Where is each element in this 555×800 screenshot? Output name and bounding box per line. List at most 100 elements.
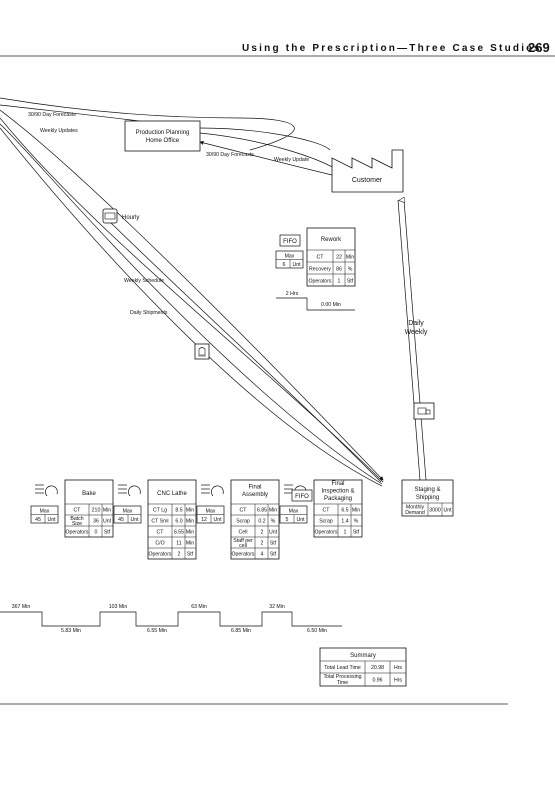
process-title: Final xyxy=(331,481,344,487)
inventory-max-label: Max xyxy=(123,509,133,515)
process-row-unit: Min xyxy=(269,508,277,514)
hourly-kanban-icon xyxy=(102,208,118,224)
process-row-unit: Min xyxy=(352,508,360,514)
production-planning-box: Production Planning Home Office xyxy=(124,120,201,152)
process-row-value: 8.5 xyxy=(175,508,182,514)
process-row-unit: Min xyxy=(186,508,194,514)
process-row-label: CT xyxy=(157,530,165,536)
process-row-unit: Min xyxy=(186,530,194,536)
process-row-label: Cell xyxy=(239,530,248,536)
rework-row-value: 86 xyxy=(336,267,342,273)
label-daily: Daily xyxy=(408,320,424,327)
rework-proc: 0.00 Min xyxy=(321,302,341,308)
process-row-value: 6.0 xyxy=(175,519,182,525)
summary-title: Summary xyxy=(350,653,376,659)
process-title: Assembly xyxy=(242,492,268,498)
push-arrow-icon xyxy=(118,484,141,497)
label-daily-shipments: Daily Shipments xyxy=(130,310,168,316)
process-row-label: Size xyxy=(72,521,82,527)
process-row-unit: Min xyxy=(186,519,194,525)
customer-factory: Customer xyxy=(331,149,404,193)
pp-label-1: Production Planning xyxy=(136,130,190,136)
fifo-lane: FIFO xyxy=(291,489,313,502)
staging-shipping-box: Staging & Shipping Monthly Demand 3000 U… xyxy=(401,479,454,517)
staging-title-1: Staging & xyxy=(414,487,440,493)
rework-row-label: Recovery xyxy=(309,267,331,273)
process-row-label: Scrap xyxy=(319,519,333,525)
label-updates-customer: Weekly Update xyxy=(274,157,309,163)
rework-max-value: 6 xyxy=(283,262,286,268)
rework-max-unit: Unt xyxy=(292,262,301,268)
label-weekly: Weekly xyxy=(405,329,428,336)
truck-icon xyxy=(413,402,435,420)
info-flow-lines xyxy=(0,97,384,487)
push-arrow-icon xyxy=(201,484,224,497)
summary-lead-value: 20.98 xyxy=(371,665,384,671)
process-row-label: CT Lg xyxy=(153,508,167,514)
process-row-value: 11 xyxy=(176,541,181,547)
process-row-unit: Stf xyxy=(270,552,277,558)
process-row-unit: Unt xyxy=(103,519,112,525)
label-hourly: Hourly xyxy=(122,215,139,221)
label-weekly-schedule: Weekly Schedule xyxy=(124,278,164,284)
process-row-unit: Stf xyxy=(353,530,360,536)
pp-label-2: Home Office xyxy=(146,138,180,144)
process-row-unit: Stf xyxy=(270,541,277,547)
process-row-value: 6.55 xyxy=(174,530,184,536)
summary-proc-label-1: Total Processing xyxy=(323,674,361,680)
process-row-unit: Unt xyxy=(269,530,278,536)
process-row-label: C/O xyxy=(155,541,164,547)
page-number: 269 xyxy=(528,40,550,55)
process-row-label: CT xyxy=(74,508,82,514)
process-row-value: 6.5 xyxy=(341,508,348,514)
process-row-value: 0 xyxy=(95,530,98,536)
process-row-label: Operators xyxy=(148,552,171,558)
inventory-max-table: Max 45 Unt xyxy=(113,505,142,524)
timeline-proc: 6.55 Min xyxy=(147,628,167,634)
process-row-value: 210 xyxy=(92,508,101,514)
timeline-wait: 367 Min xyxy=(12,604,31,610)
process-row-unit: Min xyxy=(103,508,111,514)
staging-demand-value: 3000 xyxy=(429,508,441,514)
staging-demand-label-1: Monthly xyxy=(406,505,425,511)
staging-demand-unit: Unt xyxy=(443,508,452,514)
process-row-value: 2 xyxy=(178,552,181,558)
rework-wait: 2 Hrs xyxy=(286,291,299,297)
inventory-max-label: Max xyxy=(289,509,299,515)
process-title: Final xyxy=(248,485,261,491)
summary-box: Summary Total Lead Time 20.98 Hrs Total … xyxy=(319,647,407,687)
inventory-max-unit: Unt xyxy=(130,517,139,523)
process-row-value: 2 xyxy=(261,541,264,547)
rework-row-value: 22 xyxy=(336,255,342,261)
summary-proc-value: 0.96 xyxy=(372,678,382,684)
rework-timeline: 2 Hrs 0.00 Min xyxy=(276,291,355,311)
process-row-label: CT Sml xyxy=(151,519,168,525)
process-row-value: 1 xyxy=(344,530,347,536)
label-updates-top: Weekly Updates xyxy=(40,128,78,134)
label-forecast-top: 30/90 Day Forecasts xyxy=(28,112,76,118)
rework-row-label: CT xyxy=(317,255,325,261)
process-row-label: Operators xyxy=(65,530,88,536)
process-row-value: 6.85 xyxy=(257,508,267,514)
customer-label: Customer xyxy=(352,177,383,184)
timeline-proc: 5.83 Min xyxy=(61,628,81,634)
process-title: Bake xyxy=(82,491,96,497)
inventory-max-value: 45 xyxy=(35,517,41,523)
rework-max: Max xyxy=(285,254,295,260)
timeline-proc: 6.50 Min xyxy=(307,628,327,634)
fifo-label: FIFO xyxy=(295,494,309,500)
inventory-max-value: 45 xyxy=(118,517,124,523)
push-arrow-icon xyxy=(35,484,58,497)
process-row-label: cell xyxy=(239,543,247,549)
process-row-value: 0.2 xyxy=(258,519,265,525)
process-row-value: 4 xyxy=(261,552,264,558)
process-title: Inspection & xyxy=(321,489,354,495)
inventory-max-unit: Unt xyxy=(296,517,305,523)
rework-row-label: Operators xyxy=(308,279,331,285)
